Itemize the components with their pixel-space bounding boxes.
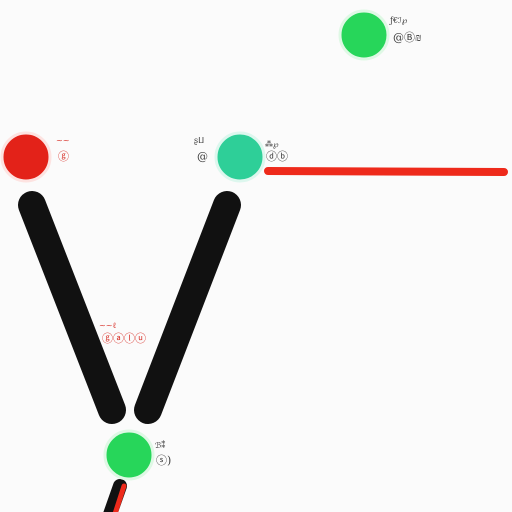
edge-teal-to-bottom bbox=[134, 191, 241, 424]
node-left-red bbox=[0, 131, 52, 183]
node-center-teal-label-top: ʂⵡ bbox=[194, 136, 204, 145]
node-center-teal-label: @ bbox=[197, 150, 208, 163]
node-top-green bbox=[338, 9, 390, 61]
node-center-teal-right-label-top: ⁂℘ bbox=[265, 140, 279, 149]
node-left-red-label-top: ~~ bbox=[56, 136, 69, 145]
node-top-green-label: @Ⓑ₪ bbox=[393, 31, 422, 44]
node-center-teal-right-label: ⓓⓑ bbox=[266, 150, 288, 163]
mid-label: ⓖⓐⓛⓤ bbox=[102, 332, 146, 345]
edge-teal-to-right bbox=[264, 167, 508, 176]
node-bottom-green-label: ⓢ) bbox=[156, 454, 171, 467]
node-center-teal bbox=[214, 131, 266, 183]
edge-bottom-outgoing-red bbox=[112, 483, 127, 512]
node-left-red-label: ⓖ bbox=[58, 150, 69, 163]
mid-label-top: ~~ℓ bbox=[99, 321, 116, 330]
edge-left-red-to-bottom bbox=[18, 191, 126, 424]
node-bottom-green bbox=[103, 429, 155, 481]
node-top-green-label-top: ƒ€ℐ℘ bbox=[389, 16, 408, 25]
node-bottom-green-label-top: ℬ⁑ bbox=[155, 441, 165, 450]
edge-bottom-outgoing-dark bbox=[103, 479, 127, 512]
